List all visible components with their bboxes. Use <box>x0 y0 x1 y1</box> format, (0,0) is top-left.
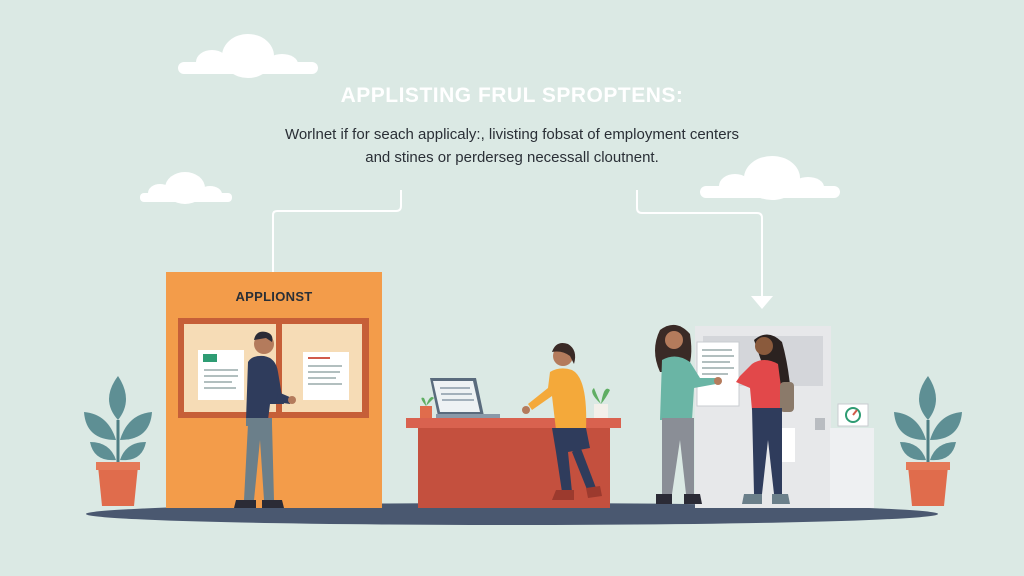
cloud-icon <box>700 156 840 200</box>
connector-line <box>272 190 402 272</box>
arrow-head-icon <box>751 296 773 309</box>
cloud-icon <box>178 34 318 78</box>
subtitle-line-2: and stines or perderseg necessall cloutn… <box>365 149 659 166</box>
document-icon <box>696 341 740 407</box>
desk-plant-icon <box>420 397 434 418</box>
board-label: APPLIONST <box>235 289 313 304</box>
woman-at-desk <box>522 343 602 500</box>
plant-left-icon <box>84 376 152 506</box>
cloud-icon <box>140 172 232 204</box>
woman-in-red <box>736 334 794 504</box>
laptop-icon <box>430 378 500 418</box>
floor <box>86 503 938 525</box>
plant-right-icon <box>894 376 962 506</box>
gauge-icon <box>845 407 861 423</box>
desk-plant-icon <box>592 388 610 418</box>
subtitle: Worlnet if for seach applicaly:, livisti… <box>262 123 762 169</box>
page-title: APPLISTING FRUL SPROPTENS: <box>340 84 684 107</box>
subtitle-line-1: Worlnet if for seach applicaly:, livisti… <box>284 126 740 143</box>
man-figure <box>234 331 296 508</box>
connector-arrow <box>636 190 763 298</box>
woman-in-green <box>655 324 722 504</box>
